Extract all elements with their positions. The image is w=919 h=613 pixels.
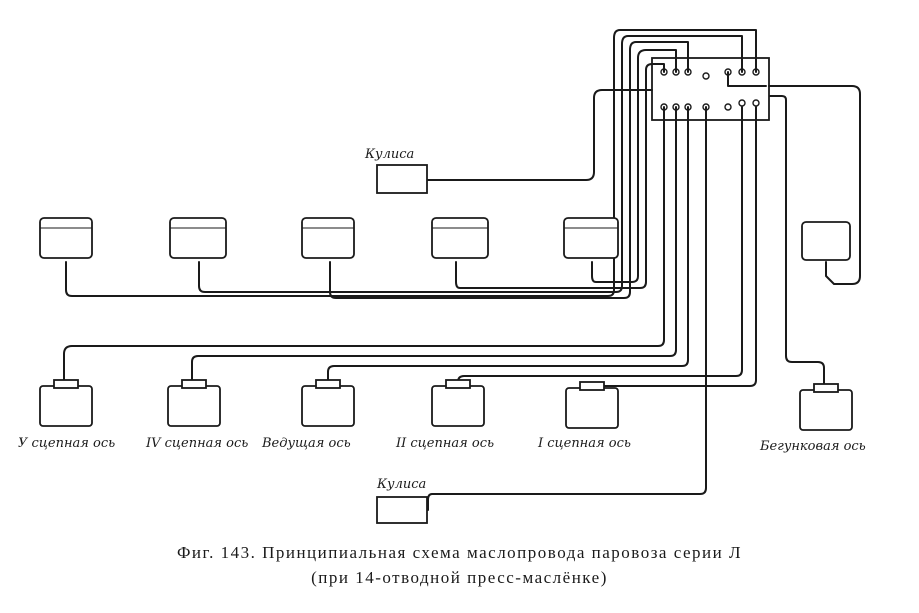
axle-box-2 [431, 379, 485, 427]
axle-drive-label: Ведущая ось [261, 436, 351, 451]
kulisa-bottom-label: Кулиса [376, 477, 426, 492]
axle-box-1 [565, 381, 619, 429]
upper-cylinder-1 [39, 217, 93, 259]
axle-box-drive [301, 379, 355, 427]
axle-box-4 [167, 379, 221, 427]
pipe-kulisa-top [427, 89, 653, 181]
upper-cylinder-front [801, 221, 851, 261]
upper-cylinder-4 [431, 217, 489, 259]
axle-box-5 [39, 379, 93, 427]
axle-2-label: II сцепная ось [395, 436, 494, 451]
upper-cylinder-2 [169, 217, 227, 259]
axle-front-label: Бегунковая ось [759, 439, 866, 454]
kulisa-top-box [376, 164, 428, 194]
axle-1-label: I сцепная ось [537, 436, 631, 451]
kulisa-bottom-box [376, 496, 428, 524]
axle-box-front [799, 383, 853, 431]
axle-4-label: IV сцепная ось [145, 436, 248, 451]
upper-pipe-bundle [65, 29, 767, 299]
upper-cylinder-3 [301, 217, 355, 259]
caption-line-1: Фиг. 143. Принципиальная схема маслопров… [177, 543, 742, 562]
press-lubricator [651, 57, 770, 121]
caption-line-2: (при 14-отводной пресс-маслёнке) [311, 568, 608, 587]
pipe-front-upper [768, 85, 861, 285]
axle-5-label: У сцепная ось [18, 436, 115, 451]
upper-cylinder-5 [563, 217, 619, 259]
kulisa-top-label: Кулиса [364, 147, 414, 162]
